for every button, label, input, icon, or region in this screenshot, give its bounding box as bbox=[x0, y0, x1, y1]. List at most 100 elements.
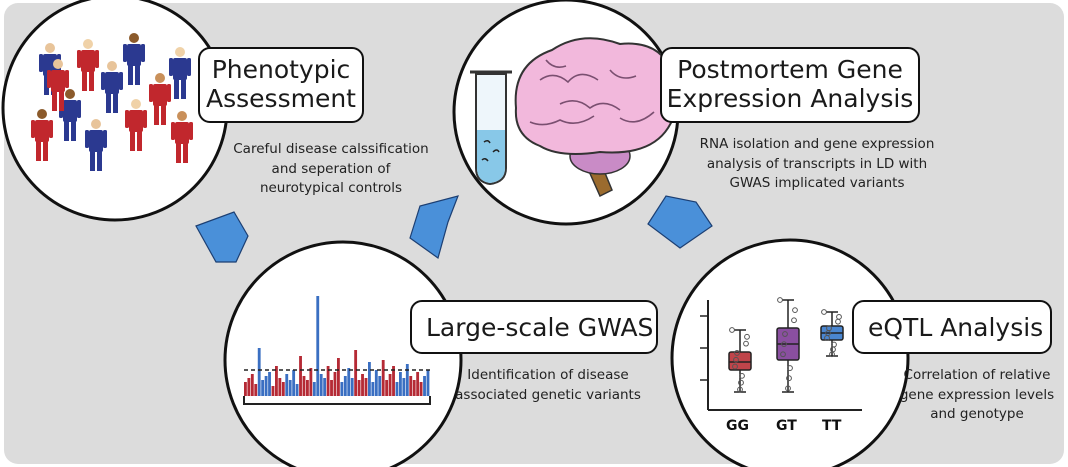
manhattan-bar bbox=[402, 378, 406, 396]
eqtl-description: Correlation of relative gene expression l… bbox=[892, 366, 1062, 425]
manhattan-bar bbox=[250, 374, 254, 396]
person-icon bbox=[101, 61, 123, 113]
person-icon bbox=[149, 73, 171, 125]
manhattan-bar bbox=[340, 382, 344, 396]
genotype-label-gt: GT bbox=[776, 418, 797, 434]
manhattan-bar bbox=[244, 382, 247, 396]
manhattan-bar bbox=[264, 376, 268, 396]
person-icon bbox=[77, 39, 99, 91]
person-icon bbox=[85, 119, 107, 171]
gwas-desc-line: associated genetic variants bbox=[455, 386, 641, 403]
manhattan-bar bbox=[392, 366, 395, 396]
manhattan-bar bbox=[261, 380, 265, 396]
gwas-desc-line: Identification of disease bbox=[467, 367, 629, 383]
manhattan-bar bbox=[412, 380, 416, 396]
manhattan-bar bbox=[275, 366, 278, 396]
chromosome-bracket bbox=[243, 396, 431, 405]
gwas-title-box: Large-scale GWAS bbox=[410, 300, 658, 354]
manhattan-bar bbox=[419, 382, 423, 396]
manhattan-bar bbox=[295, 384, 299, 396]
manhattan-bar bbox=[281, 382, 285, 396]
postmortem-desc-line: GWAS implicated variants bbox=[729, 175, 905, 192]
manhattan-bar bbox=[316, 296, 320, 396]
phenotypic-desc-line: neurotypical controls bbox=[259, 180, 403, 197]
postmortem-description: RNA isolation and gene expression analysi… bbox=[692, 135, 942, 194]
manhattan-bar bbox=[278, 378, 282, 396]
manhattan-bar bbox=[381, 360, 385, 396]
manhattan-bar bbox=[326, 366, 330, 396]
manhattan-bar bbox=[371, 382, 375, 396]
manhattan-bar bbox=[254, 384, 258, 396]
gwas-circle bbox=[223, 240, 463, 467]
phenotypic-title-line: Assessment bbox=[206, 84, 356, 113]
manhattan-plot bbox=[244, 296, 430, 396]
manhattan-bar bbox=[368, 362, 371, 396]
postmortem-title-line: Expression Analysis bbox=[666, 84, 914, 113]
eqtl-title: eQTL Analysis bbox=[868, 312, 1044, 342]
manhattan-bar bbox=[350, 378, 354, 396]
boxplot-box bbox=[776, 297, 800, 393]
manhattan-bar bbox=[323, 378, 327, 396]
postmortem-desc-line: RNA isolation and gene expression bbox=[699, 136, 935, 152]
boxplot bbox=[700, 297, 862, 411]
person-icon bbox=[171, 111, 193, 163]
eqtl-desc-line: Correlation of relative bbox=[903, 367, 1051, 383]
manhattan-bar bbox=[357, 380, 361, 396]
manhattan-bar bbox=[385, 380, 389, 396]
boxplot-box bbox=[820, 309, 844, 358]
manhattan-bar bbox=[374, 370, 378, 396]
manhattan-bar bbox=[271, 386, 275, 396]
gwas-description: Identification of disease associated gene… bbox=[448, 366, 648, 405]
manhattan-bar bbox=[343, 376, 347, 396]
manhattan-bar bbox=[319, 374, 323, 396]
manhattan-bar bbox=[416, 372, 420, 396]
arrow-gwas-to-postmortem bbox=[409, 195, 459, 259]
manhattan-bar bbox=[247, 378, 251, 396]
eqtl-desc-line: gene expression levels bbox=[899, 386, 1055, 403]
genotype-label-gg: GG bbox=[726, 418, 749, 434]
arrow-postmortem-to-eqtl bbox=[647, 195, 713, 249]
manhattan-bar bbox=[354, 350, 358, 396]
arrow-phenotypic-to-gwas bbox=[195, 211, 249, 263]
phenotypic-title-line: Phenotypic bbox=[211, 55, 351, 85]
manhattan-bar bbox=[257, 348, 261, 396]
eqtl-title-box: eQTL Analysis bbox=[852, 300, 1052, 354]
manhattan-bar bbox=[268, 372, 271, 396]
manhattan-bar bbox=[333, 372, 337, 396]
manhattan-bar bbox=[409, 376, 413, 396]
boxplot-box bbox=[728, 327, 752, 393]
manhattan-bar bbox=[399, 372, 402, 396]
manhattan-bar bbox=[299, 356, 302, 396]
manhattan-bar bbox=[423, 376, 426, 396]
gwas-title: Large-scale GWAS bbox=[426, 312, 654, 342]
person-icon bbox=[125, 99, 147, 151]
genotype-label-tt: TT bbox=[822, 418, 842, 434]
manhattan-bar bbox=[302, 376, 306, 396]
manhattan-bar bbox=[361, 374, 364, 396]
manhattan-bar bbox=[312, 382, 316, 396]
postmortem-desc-line: analysis of transcripts in LD with bbox=[706, 155, 928, 172]
person-icon bbox=[123, 33, 145, 85]
person-icon bbox=[31, 109, 53, 161]
manhattan-bar bbox=[306, 380, 309, 396]
manhattan-bar bbox=[378, 376, 382, 396]
manhattan-bar bbox=[395, 382, 399, 396]
manhattan-bar bbox=[388, 374, 392, 396]
person-icon bbox=[47, 59, 69, 111]
manhattan-bar bbox=[292, 370, 296, 396]
manhattan-bar bbox=[288, 380, 292, 396]
phenotypic-desc-line: and seperation of bbox=[271, 160, 391, 177]
test-tube-icon bbox=[470, 70, 512, 186]
person-icon bbox=[169, 47, 191, 99]
people-icons bbox=[31, 33, 193, 171]
manhattan-bar bbox=[405, 364, 409, 396]
manhattan-bar bbox=[347, 368, 351, 396]
brain-icon bbox=[514, 37, 680, 198]
manhattan-bar bbox=[309, 368, 313, 396]
